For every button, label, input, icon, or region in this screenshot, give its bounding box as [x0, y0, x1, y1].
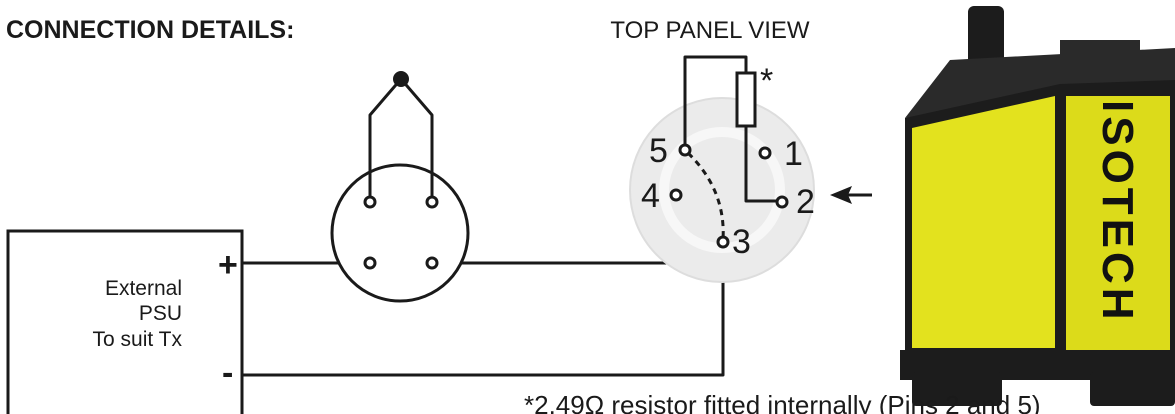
pin-2-label: 2 — [796, 183, 815, 221]
connector-terminal-top-right — [425, 195, 439, 209]
pin-3-label: 3 — [732, 223, 751, 261]
pin-4-label: 4 — [641, 177, 660, 215]
psu-plus-terminal: + — [218, 246, 238, 284]
psu-box — [6, 229, 244, 414]
instrument-side-panel — [912, 96, 1055, 348]
connector-body — [330, 163, 470, 303]
panel-socket-circle — [629, 97, 815, 283]
pin-1-label: 1 — [784, 135, 803, 173]
pin-5-label: 5 — [649, 132, 668, 170]
instrument-top-surface — [905, 48, 1175, 118]
instrument-front-panel — [1066, 96, 1170, 350]
top-panel-view: TOP PANEL VIEW * 1 2 3 4 5 — [610, 17, 872, 283]
arrow-left-icon — [830, 186, 872, 204]
instrument-foot-left — [912, 372, 1002, 406]
psu-minus-terminal: - — [222, 354, 233, 392]
resistor-lead-top — [683, 55, 748, 147]
resistor-icon — [735, 71, 757, 128]
instrument-handle — [968, 6, 1004, 66]
psu-label-line2: PSU — [139, 302, 182, 325]
pin-1-marker — [758, 146, 772, 160]
four-pin-connector — [330, 71, 470, 303]
panel-title: TOP PANEL VIEW — [610, 17, 810, 44]
brand-logo-text: ISOTECH — [1093, 100, 1142, 324]
junction-dot — [393, 71, 409, 87]
psu-label-line1: External — [105, 277, 182, 300]
pin-3-marker — [716, 235, 730, 249]
external-psu: External PSU To suit Tx + - — [6, 229, 244, 414]
dashed-link-pin5-pin3 — [686, 151, 725, 241]
pin-5-marker — [678, 143, 692, 157]
resistor-lead-bottom — [744, 126, 780, 203]
pin-4-marker — [669, 188, 683, 202]
footnote: *2.49Ω resistor fitted internally (Pins … — [524, 390, 1041, 414]
connector-terminal-top-left — [363, 195, 377, 209]
connector-terminal-bottom-left — [363, 256, 377, 270]
connector-terminal-bottom-right — [425, 256, 439, 270]
wire-minus-to-pin3 — [242, 247, 725, 377]
resistor-asterisk: * — [760, 62, 773, 100]
wiring — [242, 247, 725, 377]
psu-label-line3: To suit Tx — [93, 328, 183, 351]
instrument-foot-right — [1090, 372, 1175, 406]
diagram-heading: CONNECTION DETAILS: — [6, 16, 294, 44]
pin-2-marker — [775, 195, 789, 209]
isotech-instrument: ISOTECH — [900, 6, 1175, 406]
